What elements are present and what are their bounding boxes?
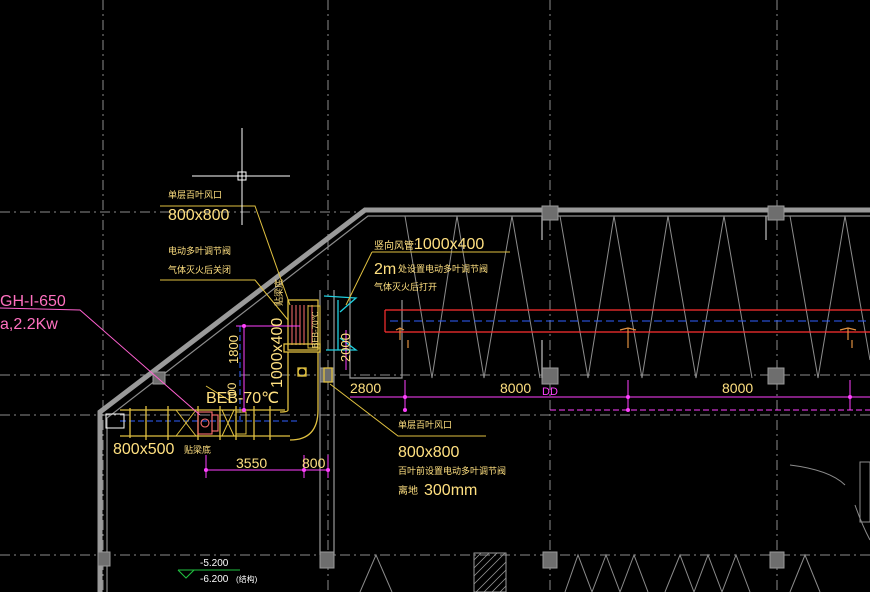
louver-top[interactable]	[287, 299, 319, 351]
elevation-1: -5.200	[200, 558, 229, 569]
louver-low-note-height: 300mm	[424, 482, 477, 499]
dim-3550: 3550	[236, 455, 267, 471]
column-2	[767, 205, 785, 221]
column-9	[542, 551, 558, 569]
outer-wall	[97, 207, 870, 592]
column-3	[541, 367, 559, 385]
column-1	[541, 205, 559, 221]
elevation-2: -6.200	[200, 574, 229, 585]
dim-1800: 1800	[226, 335, 241, 364]
crosshair-cursor[interactable]	[192, 128, 290, 225]
louver-low-size: 800x800	[398, 444, 459, 461]
vertical-note-2: 气体灭火后打开	[374, 281, 437, 292]
hatched-block	[473, 552, 507, 592]
louver-low-title: 单层百叶风口	[398, 419, 452, 430]
vertical-duct-title: 竖向风管:	[374, 239, 417, 252]
dim-8000-b: 8000	[722, 380, 753, 396]
leader-lines	[160, 205, 510, 437]
zigzag-lines	[359, 215, 870, 592]
cyan-louver[interactable]	[323, 295, 358, 351]
column-10	[769, 551, 785, 569]
exhaust-fan[interactable]	[197, 411, 219, 435]
annotations: 单层百叶风口 800x800 电动多叶调节阀 气体灭火后关闭 竖向风管: 100…	[0, 189, 753, 585]
duct-suffix: 贴梁底	[273, 279, 284, 306]
duct-1000x400-label: 1000x400	[269, 318, 286, 388]
column-4	[767, 367, 785, 385]
dim-8000-a: 8000	[500, 380, 531, 396]
fan-power: a,2.2Kw	[0, 316, 58, 333]
vertical-note-prefix: 2m	[374, 261, 396, 278]
duct-800x500-suffix: 贴梁底	[184, 444, 211, 455]
columns	[97, 205, 785, 569]
room-tag: DD	[542, 386, 558, 398]
louver-low-note-2: 离地	[398, 484, 418, 497]
damper-note-1: 电动多叶调节阀	[168, 245, 231, 256]
damper-note-2: 气体灭火后关闭	[168, 264, 231, 275]
louver-low-note-1: 百叶前设置电动多叶调节阀	[398, 465, 506, 476]
louver-top-size: 800x800	[168, 207, 229, 224]
fan-model: GH-I-650	[0, 293, 66, 310]
elevation-marker	[177, 569, 240, 579]
column-6	[152, 371, 166, 385]
riser-tag: BEB-70℃	[311, 311, 320, 348]
dim-2000: 2000	[338, 333, 353, 362]
wall-outline	[97, 207, 870, 592]
duct-800x500-label: 800x500	[113, 441, 174, 458]
elevation-2-suffix: (结构)	[236, 574, 258, 584]
column-8	[319, 551, 335, 569]
duct-system[interactable]	[120, 299, 333, 441]
beb-dim: 00	[225, 382, 239, 396]
dim-2800: 2800	[350, 380, 381, 396]
vertical-duct-size: 1000x400	[414, 236, 484, 253]
inner-wall	[106, 215, 870, 592]
louver-top-title: 单层百叶风口	[168, 189, 222, 200]
beb-label: BEB-70℃	[206, 390, 279, 407]
column-7	[97, 551, 111, 567]
vertical-note-1: 处设置电动多叶调节阀	[398, 263, 488, 274]
dim-800: 800	[302, 455, 326, 471]
